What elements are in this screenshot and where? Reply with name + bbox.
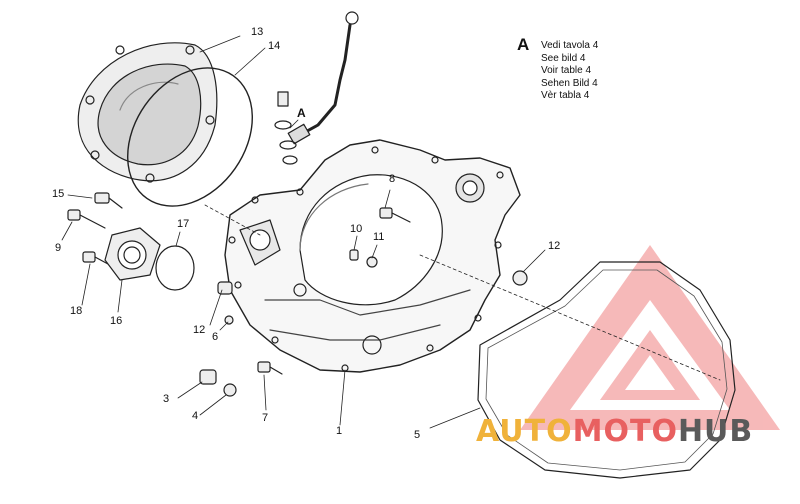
watermark-hub: HUB — [677, 414, 754, 449]
reference-letter: A — [517, 35, 530, 54]
cover-gasket-inner — [486, 270, 727, 470]
callout-18: 18 — [70, 305, 83, 317]
callout-11: 11 — [373, 231, 385, 243]
reference-note-line: Vedi tavola 4 — [541, 40, 599, 51]
callout-14: 14 — [268, 40, 281, 52]
o-ring-part-17 — [156, 246, 194, 290]
callout-8: 8 — [389, 173, 396, 185]
callout-12-right: 12 — [548, 240, 561, 252]
callout-9: 9 — [55, 242, 62, 254]
bearing-plate-part-16 — [105, 228, 160, 280]
leader-lines — [62, 36, 720, 428]
reference-note-line: Voir table 4 — [541, 65, 592, 76]
watermark-auto: AUTO — [476, 414, 573, 449]
cover-gasket-part-5 — [478, 262, 735, 478]
watermark: AUTOMOTOHUB — [476, 414, 753, 449]
reference-note-line: Vèr tabla 4 — [541, 90, 590, 101]
callout-3: 3 — [163, 393, 170, 405]
callout-15: 15 — [52, 188, 65, 200]
callout-1: 1 — [336, 425, 343, 437]
callout-detail-a: A — [297, 106, 306, 120]
clutch-cover-part-13 — [78, 43, 217, 182]
reference-note: Vedi tavola 4 See bild 4 Voir table 4 Se… — [541, 40, 598, 103]
callout-6: 6 — [212, 331, 219, 343]
oil-pipe — [275, 12, 358, 164]
watermark-triangle-logo — [520, 245, 780, 430]
reference-note-line: See bild 4 — [541, 52, 586, 64]
reference-note-line: Sehen Bild 4 — [541, 77, 598, 89]
callout-13: 13 — [251, 26, 264, 38]
callout-17: 17 — [177, 218, 190, 230]
callout-16: 16 — [110, 315, 123, 327]
callout-7: 7 — [262, 412, 269, 424]
cover-gasket-part-14 — [102, 44, 278, 230]
watermark-moto: MOTO — [572, 414, 678, 449]
callout-5: 5 — [414, 429, 421, 441]
callout-10: 10 — [350, 223, 363, 235]
callout-4: 4 — [192, 410, 199, 422]
callout-12-left: 12 — [193, 324, 206, 336]
